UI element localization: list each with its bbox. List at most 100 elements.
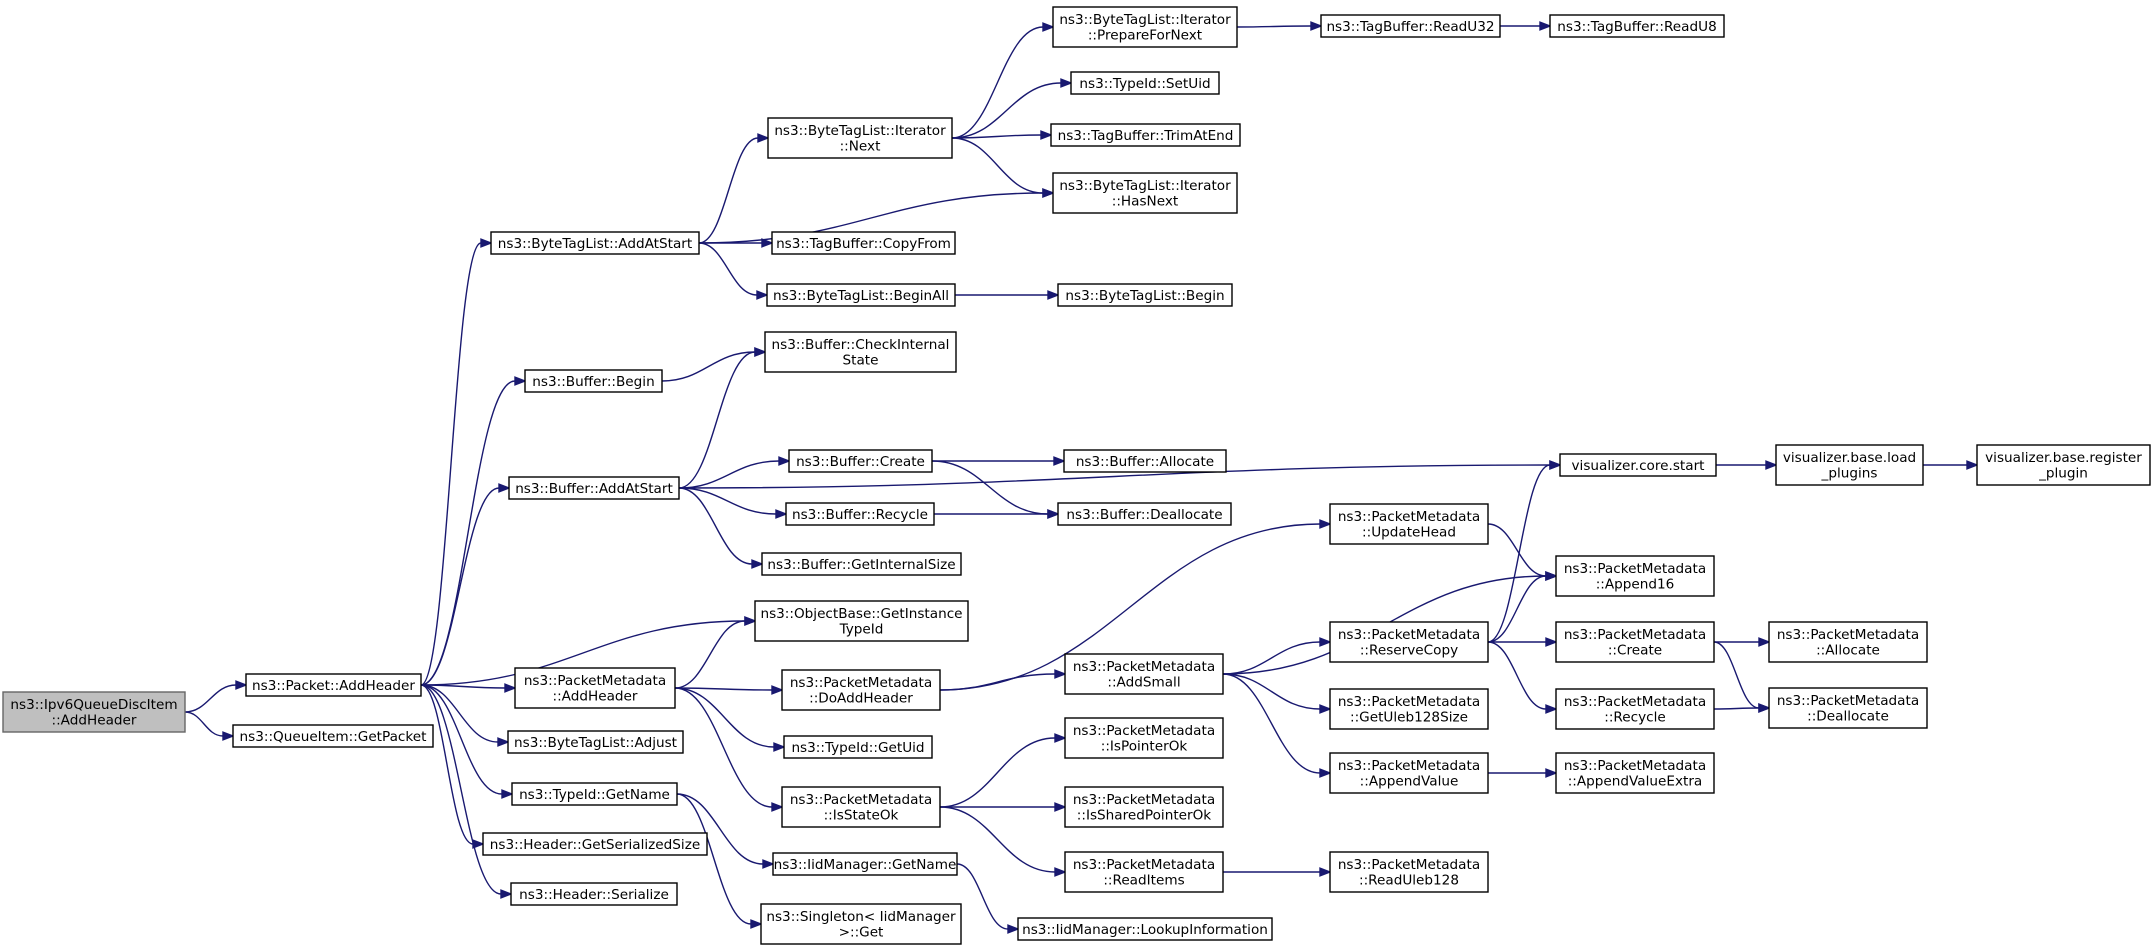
graph-node-pm-readitems[interactable]: ns3::PacketMetadata::ReadItems: [1064, 851, 1224, 893]
node-box: [508, 476, 680, 500]
graph-node-buffer-create[interactable]: ns3::Buffer::Create: [788, 449, 933, 473]
graph-node-buffer-allocate[interactable]: ns3::Buffer::Allocate: [1063, 449, 1227, 473]
node-label-line: ::HasNext: [1112, 194, 1178, 210]
edge-arrowhead: [775, 509, 788, 519]
graph-edge: [184, 711, 235, 741]
node-box: [1064, 786, 1224, 828]
node-box: [1329, 752, 1489, 794]
node-label-line: ::AppendValue: [1360, 774, 1459, 790]
node-label-line: ns3::PacketMetadata: [1338, 509, 1480, 525]
graph-node-pm-getuleb128size[interactable]: ns3::PacketMetadata::GetUleb128Size: [1329, 688, 1489, 730]
graph-node-pm-doaddheader[interactable]: ns3::PacketMetadata::DoAddHeader: [781, 669, 941, 711]
graph-edge: [676, 793, 763, 929]
node-label-line: ::ReadItems: [1103, 873, 1184, 889]
edge-line: [420, 684, 506, 689]
graph-node-pm-create[interactable]: ns3::PacketMetadata::Create: [1555, 621, 1715, 663]
edge-line: [1236, 25, 1312, 28]
node-box: [1329, 621, 1489, 663]
graph-node-typeid-getname[interactable]: ns3::TypeId::GetName: [511, 782, 678, 806]
edge-line: [951, 137, 1044, 194]
node-label-line: ::Next: [840, 139, 881, 155]
graph-node-header-serialize[interactable]: ns3::Header::Serialize: [510, 882, 678, 906]
graph-node-header-getsersize[interactable]: ns3::Header::GetSerializedSize: [482, 832, 708, 856]
graph-edge: [674, 687, 784, 812]
graph-node-pm-updatehead[interactable]: ns3::PacketMetadata::UpdateHead: [1329, 503, 1489, 545]
graph-node-typeid-setuid[interactable]: ns3::TypeId::SetUid: [1070, 71, 1220, 95]
graph-node-pm-appendvalue[interactable]: ns3::PacketMetadata::AppendValue: [1329, 752, 1489, 794]
graph-node-iidmanager-getname[interactable]: ns3::IidManager::GetName: [772, 852, 958, 876]
graph-node-iidmanager-lookup[interactable]: ns3::IidManager::LookupInformation: [1017, 917, 1273, 941]
graph-node-pm-readuleb128[interactable]: ns3::PacketMetadata::ReadUleb128: [1329, 851, 1489, 893]
graph-edge: [1222, 673, 1332, 714]
node-box: [783, 735, 933, 759]
graph-node-pm-recycle[interactable]: ns3::PacketMetadata::Recycle: [1555, 688, 1715, 730]
graph-node-pm-addsmall[interactable]: ns3::PacketMetadata::AddSmall: [1064, 653, 1224, 695]
edge-line: [420, 684, 474, 845]
graph-node-pm-addheader[interactable]: ns3::PacketMetadata::AddHeader: [514, 667, 676, 709]
node-label-line: ::DoAddHeader: [809, 691, 913, 707]
node-label-line: ns3::ObjectBase::GetInstance: [760, 606, 962, 622]
graph-node-visualizer-load[interactable]: visualizer.base.load_plugins: [1775, 444, 1924, 486]
node-label-line: ns3::PacketMetadata: [790, 792, 932, 808]
graph-node-btl-iter-next[interactable]: ns3::ByteTagList::Iterator::Next: [767, 117, 953, 159]
graph-node-buffer-addatstart[interactable]: ns3::Buffer::AddAtStart: [508, 476, 680, 500]
graph-node-btl-addatstart[interactable]: ns3::ByteTagList::AddAtStart: [490, 231, 700, 255]
graph-node-btl-iter-prepare[interactable]: ns3::ByteTagList::Iterator::PrepareForNe…: [1052, 6, 1238, 48]
node-box: [1052, 6, 1238, 48]
graph-node-tagbuffer-readu32[interactable]: ns3::TagBuffer::ReadU32: [1320, 14, 1501, 38]
node-label-line: ::IsStateOk: [824, 808, 899, 824]
graph-node-btl-beginall[interactable]: ns3::ByteTagList::BeginAll: [766, 283, 956, 307]
graph-edge: [676, 793, 775, 869]
node-label-line: ::IsSharedPointerOk: [1077, 808, 1212, 824]
graph-node-tagbuffer-copyfrom[interactable]: ns3::TagBuffer::CopyFrom: [771, 231, 956, 255]
edge-line: [420, 684, 499, 743]
graph-edge: [420, 483, 511, 686]
graph-node-pm-appendvalueextra[interactable]: ns3::PacketMetadata::AppendValueExtra: [1555, 752, 1715, 794]
graph-node-pm-allocate[interactable]: ns3::PacketMetadata::Allocate: [1768, 621, 1928, 663]
node-label-line: ::AddHeader: [52, 713, 137, 729]
edge-line: [931, 460, 1049, 515]
graph-node-visualizer-register[interactable]: visualizer.base.register_plugin: [1976, 444, 2151, 486]
graph-node-queueitem-getpacket[interactable]: ns3::QueueItem::GetPacket: [232, 724, 434, 748]
node-label-line: ns3::PacketMetadata: [1338, 857, 1480, 873]
graph-node-buffer-begin[interactable]: ns3::Buffer::Begin: [524, 369, 663, 393]
edge-arrowhead: [1319, 768, 1332, 778]
graph-node-visualizer-start[interactable]: visualizer.core.start: [1559, 453, 1717, 477]
graph-node-pm-ispointerok[interactable]: ns3::PacketMetadata::IsPointerOk: [1064, 717, 1224, 759]
node-label-line: ns3::Buffer::GetInternalSize: [767, 557, 955, 573]
node-label-line: ns3::PacketMetadata: [1564, 627, 1706, 643]
graph-edge: [1223, 867, 1332, 877]
edge-line: [676, 793, 752, 925]
graph-node-btl-iter-hasnext[interactable]: ns3::ByteTagList::Iterator::HasNext: [1052, 172, 1238, 214]
graph-node-packet-addheader[interactable]: ns3::Packet::AddHeader: [245, 673, 422, 697]
edge-line: [1487, 641, 1547, 710]
graph-node-buffer-deallocate[interactable]: ns3::Buffer::Deallocate: [1057, 502, 1232, 526]
graph-node-pm-isstateok[interactable]: ns3::PacketMetadata::IsStateOk: [781, 786, 941, 828]
graph-edge: [420, 684, 513, 899]
graph-node-tagbuffer-readu8[interactable]: ns3::TagBuffer::ReadU8: [1549, 14, 1725, 38]
edge-line: [951, 82, 1062, 139]
graph-node-buffer-getinternalsize[interactable]: ns3::Buffer::GetInternalSize: [761, 552, 962, 576]
graph-node-pm-append16[interactable]: ns3::PacketMetadata::Append16: [1555, 555, 1715, 597]
graph-node-pm-deallocate[interactable]: ns3::PacketMetadata::Deallocate: [1768, 687, 1928, 729]
graph-node-singleton-get[interactable]: ns3::Singleton< IidManager>::Get: [760, 903, 962, 945]
edge-arrowhead: [1060, 78, 1073, 88]
graph-edge: [951, 22, 1055, 139]
graph-node-ipv6-addheader[interactable]: ns3::Ipv6QueueDiscItem::AddHeader: [2, 691, 186, 733]
graph-node-btl-begin[interactable]: ns3::ByteTagList::Begin: [1057, 283, 1233, 307]
node-label-line: ::Create: [1608, 643, 1662, 659]
edge-arrowhead: [497, 737, 510, 747]
graph-node-pm-issharedpointerok[interactable]: ns3::PacketMetadata::IsSharedPointerOk: [1064, 786, 1224, 828]
graph-node-tagbuffer-trimatend[interactable]: ns3::TagBuffer::TrimAtEnd: [1050, 123, 1241, 147]
graph-node-typeid-getuid[interactable]: ns3::TypeId::GetUid: [783, 735, 933, 759]
graph-node-pm-reservecopy[interactable]: ns3::PacketMetadata::ReserveCopy: [1329, 621, 1489, 663]
node-box: [1329, 851, 1489, 893]
edge-line: [1487, 464, 1551, 643]
graph-node-buffer-recycle[interactable]: ns3::Buffer::Recycle: [785, 502, 935, 526]
node-label-line: ns3::Buffer::Recycle: [792, 507, 928, 523]
graph-node-btl-adjust[interactable]: ns3::ByteTagList::Adjust: [507, 730, 684, 754]
edge-line: [1713, 707, 1760, 710]
edge-line: [420, 684, 503, 795]
